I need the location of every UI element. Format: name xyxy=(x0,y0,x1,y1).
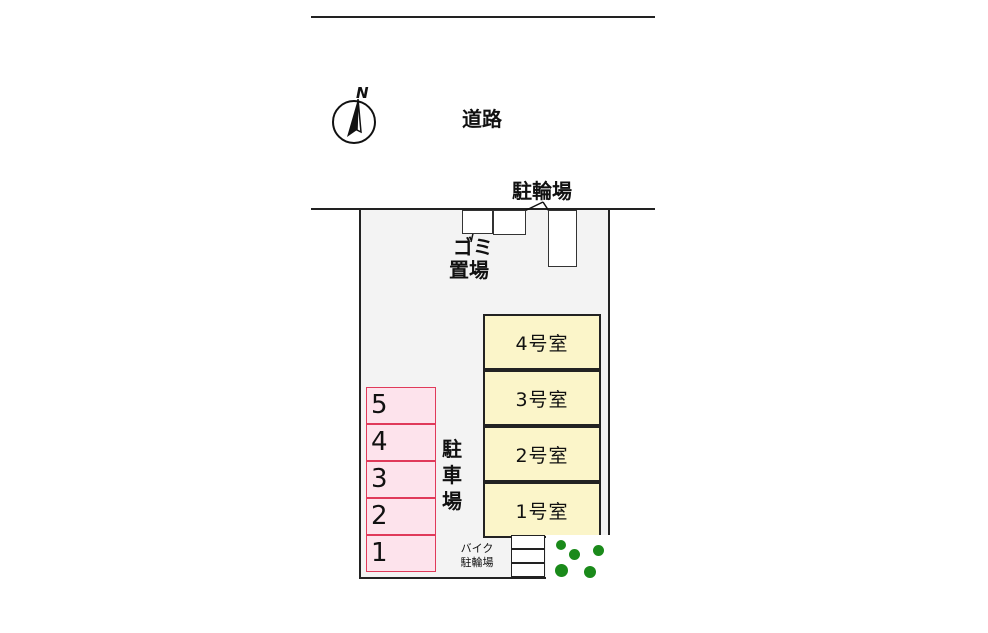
stair-step xyxy=(511,535,545,549)
tree-icon xyxy=(569,549,580,560)
parking-label-char: 駐 xyxy=(442,437,462,461)
stair-step xyxy=(511,549,545,563)
garden-area xyxy=(546,535,610,579)
tree-icon xyxy=(555,564,568,577)
bike-parking-label-line1: バイク xyxy=(460,542,494,555)
road-edge-bottom-left xyxy=(311,208,361,210)
garbage-label-line1: ゴミ xyxy=(453,235,493,259)
parking-space-2: 2 xyxy=(366,498,436,535)
room-1: 1号室 xyxy=(483,482,601,538)
parking-label-char: 車 xyxy=(442,463,462,487)
tree-icon xyxy=(556,540,566,550)
bicycle-shed-long xyxy=(548,210,577,267)
parking-space-3: 3 xyxy=(366,461,436,498)
garbage-station xyxy=(462,210,493,234)
room-4: 4号室 xyxy=(483,314,601,370)
bicycle-shed-small xyxy=(493,210,526,235)
parking-space-4: 4 xyxy=(366,424,436,461)
parking-space-5: 5 xyxy=(366,387,436,424)
parking-label: 駐 車 場 xyxy=(440,436,464,514)
garbage-label-line2: 置場 xyxy=(449,258,489,282)
road-edge-bottom-right xyxy=(609,208,655,210)
bike-parking-label-line2: 駐輪場 xyxy=(460,556,494,569)
room-3: 3号室 xyxy=(483,370,601,426)
bike-parking-label: バイク 駐輪場 xyxy=(452,542,502,570)
road-edge-top xyxy=(311,16,655,18)
compass-north-letter: N xyxy=(356,84,369,102)
road-label: 道路 xyxy=(462,107,502,131)
north-compass-icon: N xyxy=(330,84,380,146)
room-2: 2号室 xyxy=(483,426,601,482)
tree-icon xyxy=(584,566,596,578)
stair-step xyxy=(511,563,545,577)
parking-label-char: 場 xyxy=(442,489,462,513)
parking-space-1: 1 xyxy=(366,535,436,572)
tree-icon xyxy=(593,545,604,556)
bicycle-parking-label: 駐輪場 xyxy=(512,179,572,203)
